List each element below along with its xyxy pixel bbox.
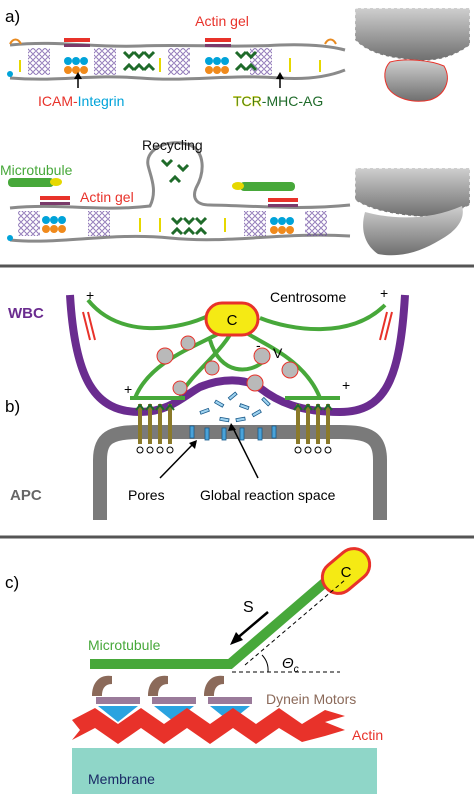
angle-label: Θc [282, 655, 299, 675]
actin-zigzag [72, 708, 345, 744]
cell-sketch-top [354, 7, 471, 102]
centrosome-letter-c: C [341, 564, 352, 581]
angle-arc [261, 654, 269, 673]
apc-membrane [93, 425, 387, 520]
membrane-label: Membrane [88, 771, 155, 787]
centrosome-c [320, 547, 372, 595]
s-label: S [243, 599, 254, 616]
membrane-block [72, 748, 377, 794]
pores-arrowhead [189, 440, 197, 449]
microtubule-label-c: Microtubule [88, 637, 161, 653]
angle-dashed [244, 579, 346, 666]
tcr-mhc-cluster-top [7, 38, 337, 77]
centrosome-label: Centrosome [270, 289, 346, 305]
actin-label: Actin [352, 727, 383, 743]
apc-label: APC [10, 487, 42, 504]
reaction-space-label: Global reaction space [200, 487, 336, 503]
panel-c: c) C S Θc Microtubule Dynein Motors [5, 547, 383, 794]
icam-integrin-label: ICAM-Integrin [38, 93, 124, 109]
plus-sign-right: + [342, 377, 350, 393]
plus-sign-left-top: + [86, 287, 94, 303]
microtubule-c [90, 574, 334, 669]
pointer-arrows-b [159, 425, 259, 479]
plus-sign-left: + [124, 381, 132, 397]
synapse-membranes-top [9, 41, 346, 81]
vesicles [156, 335, 299, 396]
actin-gel-label-bottom: Actin gel [80, 189, 134, 205]
actin-gel-label-top: Actin gel [195, 13, 249, 29]
panel-b-label: b) [5, 397, 20, 416]
actin-filaments-b [82, 311, 393, 341]
s-arrow [234, 611, 269, 641]
wbc-label: WBC [8, 305, 44, 322]
centrosome-letter-b: C [227, 312, 238, 329]
panel-a: a) [0, 7, 471, 256]
tcr-arrowhead [276, 72, 284, 79]
icam-arrowhead [74, 72, 82, 79]
microtubule-label-a: Microtubule [0, 162, 73, 178]
tcr-mhc-label: TCR-MHC-AG [233, 93, 323, 109]
s-arrowhead [230, 632, 243, 645]
synapse-membranes-bottom [7, 141, 351, 243]
receptor-stack-left [135, 403, 175, 454]
vesicle-label: V [273, 345, 283, 361]
cell-sketch-bottom [354, 167, 471, 256]
panel-a-label: a) [5, 7, 20, 26]
reaction-molecules [199, 391, 271, 423]
plus-sign-right-top: + [380, 285, 388, 301]
wbc-membrane [66, 294, 409, 417]
dynein-label: Dynein Motors [266, 691, 356, 707]
minus-sign: - [256, 337, 261, 353]
centrosome-b [204, 301, 260, 337]
receptor-stack-right [293, 403, 333, 454]
pores [189, 425, 277, 441]
reaction-arrowhead [228, 423, 236, 431]
panel-c-label: c) [5, 573, 19, 592]
microtubule-bundles-a [8, 178, 298, 234]
recycling-label: Recycling [142, 137, 203, 153]
pores-label: Pores [128, 487, 165, 503]
panel-b: b) WBC APC C Centrosome [5, 285, 409, 520]
actin-gel-cluster-top [64, 38, 231, 74]
